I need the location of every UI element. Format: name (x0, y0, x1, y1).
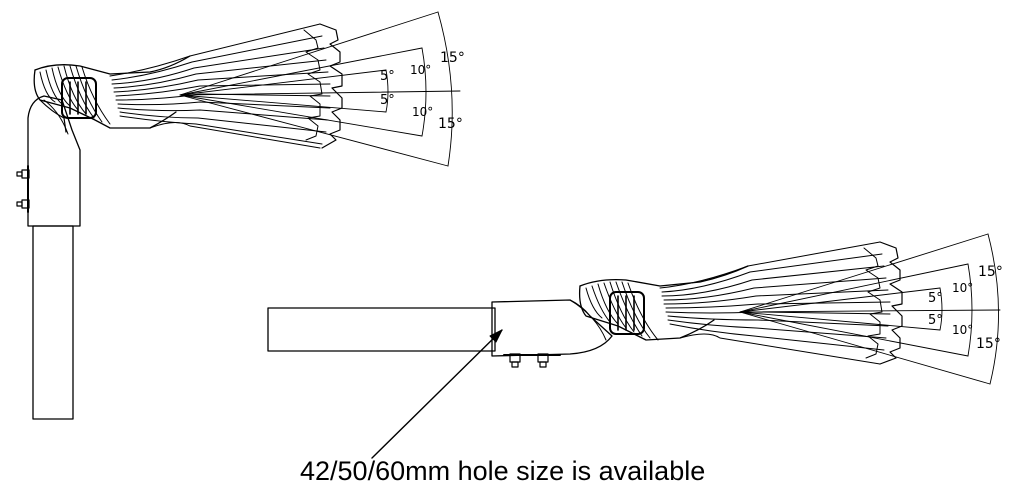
top-angle-label: 5° (380, 93, 395, 108)
bracket-bolts (16, 165, 30, 213)
top-angle-labels: 15° 10° 5° 5° 10° 15° (380, 50, 465, 132)
bottom-angle-label: 15° (978, 264, 1003, 280)
top-angle-label: 10° (412, 105, 433, 119)
vertical-bracket (27, 95, 81, 227)
bottom-angle-label: 5° (928, 291, 943, 306)
bottom-angle-rays (739, 233, 1001, 385)
horizontal-mount-assembly (267, 233, 1001, 385)
horizontal-pole (267, 307, 496, 352)
top-angle-label: 15° (438, 116, 463, 132)
top-angle-label: 10° (410, 63, 431, 77)
top-angle-label: 15° (440, 50, 465, 66)
bottom-angle-label: 5° (928, 313, 943, 328)
bottom-angle-label: 10° (952, 281, 973, 295)
horizontal-bracket-bolts (503, 353, 561, 368)
caption-arrow (371, 329, 503, 459)
top-housing-lines (109, 23, 343, 149)
bottom-lamp-head (578, 265, 749, 341)
bottom-housing-lines (659, 241, 903, 365)
bottom-angle-label: 10° (952, 323, 973, 337)
top-angle-rays (179, 11, 461, 167)
hole-size-caption: 42/50/60mm hole size is available (300, 456, 706, 486)
top-lamp-head (33, 55, 191, 133)
vertical-pole (32, 225, 74, 420)
vertical-mount-assembly (16, 11, 461, 420)
bottom-angle-labels: 15° 10° 5° 5° 10° 15° (928, 264, 1003, 352)
bottom-angle-label: 15° (976, 336, 1001, 352)
top-angle-label: 5° (380, 69, 395, 84)
